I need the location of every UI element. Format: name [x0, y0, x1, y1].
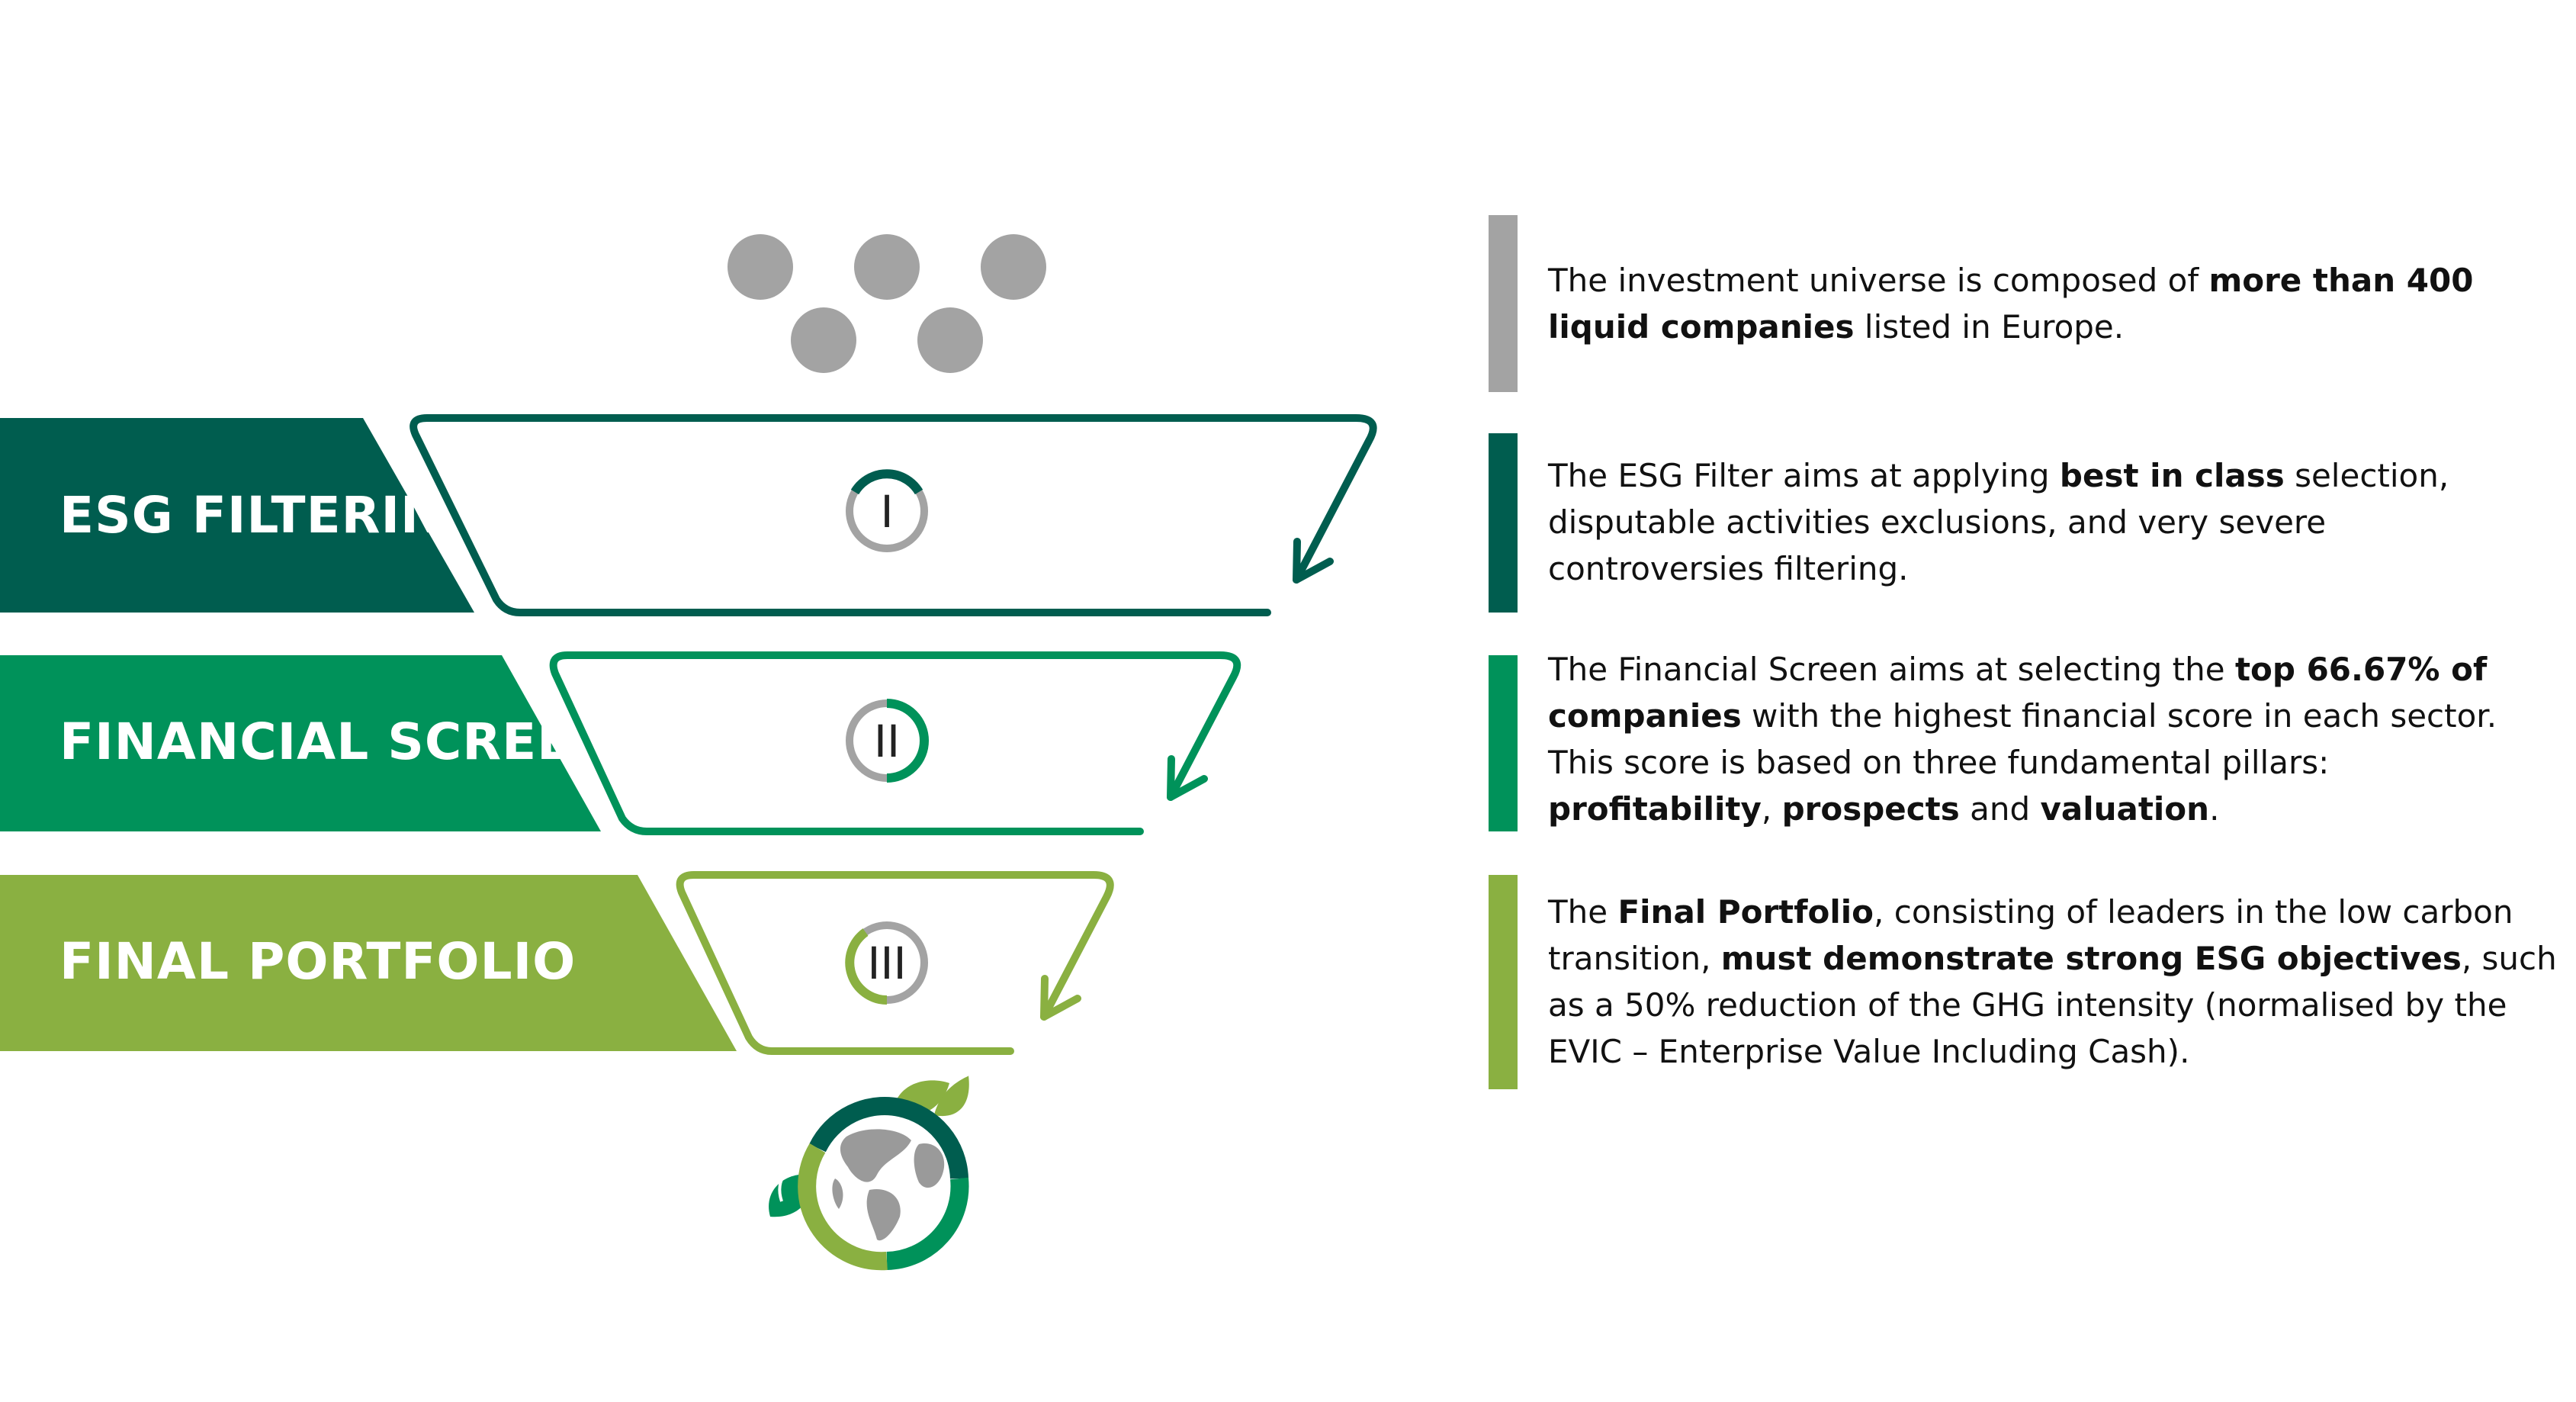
description-line: The investment universe is composed of m…: [1548, 257, 2539, 304]
arrow-head-icon: [1167, 755, 1208, 801]
description-bold-text: must demonstrate strong ESG objectives: [1720, 940, 2462, 977]
stage-label: FINAL PORTFOLIO: [59, 932, 576, 991]
description-text: selection,: [2284, 457, 2449, 494]
description-text: The investment universe is composed of: [1548, 262, 2209, 299]
description-bold-text: best in class: [2059, 457, 2285, 494]
description-text: with the highest financial score in each…: [1741, 697, 2497, 735]
company-dot: [791, 307, 856, 373]
stage-label: FINANCIAL SCREENING: [59, 712, 719, 771]
stage-final-portfolio: FINAL PORTFOLIO III: [0, 871, 1114, 1055]
company-dot: [981, 234, 1046, 300]
company-dot: [917, 307, 983, 373]
description-line: This score is based on three fundamental…: [1548, 739, 2562, 786]
stage-band: [0, 875, 737, 1051]
globe-leaves-icon: [769, 1076, 969, 1271]
arrow-head-icon: [1040, 975, 1081, 1021]
stage-label: ESG FILTERING: [59, 486, 485, 545]
description-text: .: [2209, 790, 2220, 828]
description-text: , consisting of leaders in the low carbo…: [1874, 893, 2513, 931]
description-line: as a 50% reduction of the GHG intensity …: [1548, 982, 2562, 1028]
description-line: profitability, prospects and valuation.: [1548, 786, 2562, 832]
description-line: companies with the highest financial sco…: [1548, 693, 2562, 739]
description-line: disputable activities exclusions, and ve…: [1548, 499, 2539, 545]
description-text: This score is based on three fundamental…: [1548, 744, 2330, 781]
stage-band: [0, 655, 601, 831]
description-text: The: [1548, 893, 1618, 931]
stage-esg-filtering: ESG FILTERING I: [0, 414, 1377, 616]
stage-roman-numeral: III: [867, 937, 906, 989]
description-financial-screening: The Financial Screen aims at selecting t…: [1548, 646, 2562, 832]
description-line: The ESG Filter aims at applying best in …: [1548, 452, 2539, 499]
description-bold-text: Final Portfolio: [1617, 893, 1874, 931]
description-text: disputable activities exclusions, and ve…: [1548, 503, 2327, 541]
description-bold-text: liquid companies: [1548, 308, 1855, 346]
description-line: controversies filtering.: [1548, 545, 2539, 592]
globe-continent: [866, 1189, 901, 1241]
description-line: The Final Portfolio, consisting of leade…: [1548, 889, 2562, 935]
description-line: liquid companies listed in Europe.: [1548, 304, 2539, 350]
description-bold-text: prospects: [1781, 790, 1960, 828]
description-bold-text: companies: [1548, 697, 1742, 735]
company-dots-icon: [728, 234, 1046, 373]
description-bold-text: valuation: [2040, 790, 2210, 828]
description-line: EVIC – Enterprise Value Including Cash).: [1548, 1028, 2562, 1075]
arrow-head-icon: [1293, 538, 1334, 584]
description-text: and: [1959, 790, 2041, 828]
globe-continent: [832, 1179, 843, 1209]
description-bar-final-portfolio: [1489, 875, 1518, 1089]
description-esg-filtering: The ESG Filter aims at applying best in …: [1548, 452, 2539, 592]
description-final-portfolio: The Final Portfolio, consisting of leade…: [1548, 889, 2562, 1075]
description-text: The ESG Filter aims at applying: [1548, 457, 2060, 494]
description-bar-financial-screening: [1489, 655, 1518, 831]
globe-continent: [840, 1129, 911, 1182]
description-bar-universe: [1489, 215, 1518, 392]
description-text: EVIC – Enterprise Value Including Cash).: [1548, 1033, 2190, 1070]
description-bar-esg-filtering: [1489, 433, 1518, 613]
description-text: as a 50% reduction of the GHG intensity …: [1548, 986, 2507, 1024]
description-bold-text: more than 400: [2208, 262, 2474, 299]
description-line: The Financial Screen aims at selecting t…: [1548, 646, 2562, 693]
description-text: listed in Europe.: [1854, 308, 2125, 346]
leaf-icon: [934, 1076, 969, 1117]
description-bold-text: top 66.67% of: [2234, 651, 2488, 688]
description-text: controversies filtering.: [1548, 550, 1909, 587]
description-text: The Financial Screen aims at selecting t…: [1548, 651, 2235, 688]
funnel-outline: [676, 871, 1114, 1055]
globe-ring-segment: [809, 1097, 968, 1179]
globe-continent: [914, 1143, 945, 1188]
stage-marker-progress: [850, 469, 923, 495]
funnel-outline: [549, 651, 1241, 835]
funnel-outline: [410, 414, 1377, 616]
description-line: transition, must demonstrate strong ESG …: [1548, 935, 2562, 982]
stage-roman-numeral: II: [874, 715, 900, 767]
globe-ring-segment: [798, 1143, 888, 1271]
stage-marker-progress: [845, 928, 888, 1005]
description-universe: The investment universe is composed of m…: [1548, 257, 2539, 350]
description-text: , such: [2461, 940, 2557, 977]
stage-band: [0, 418, 474, 613]
stage-financial-screening: FINANCIAL SCREENING II: [0, 651, 1241, 835]
globe-ring-segment: [886, 1177, 969, 1270]
description-text: ,: [1761, 790, 1782, 828]
description-bold-text: profitability: [1548, 790, 1762, 828]
description-text: transition,: [1548, 940, 1721, 977]
stage-roman-numeral: I: [880, 486, 893, 538]
company-dot: [854, 234, 920, 300]
company-dot: [728, 234, 793, 300]
stage-marker-progress: [886, 699, 929, 783]
